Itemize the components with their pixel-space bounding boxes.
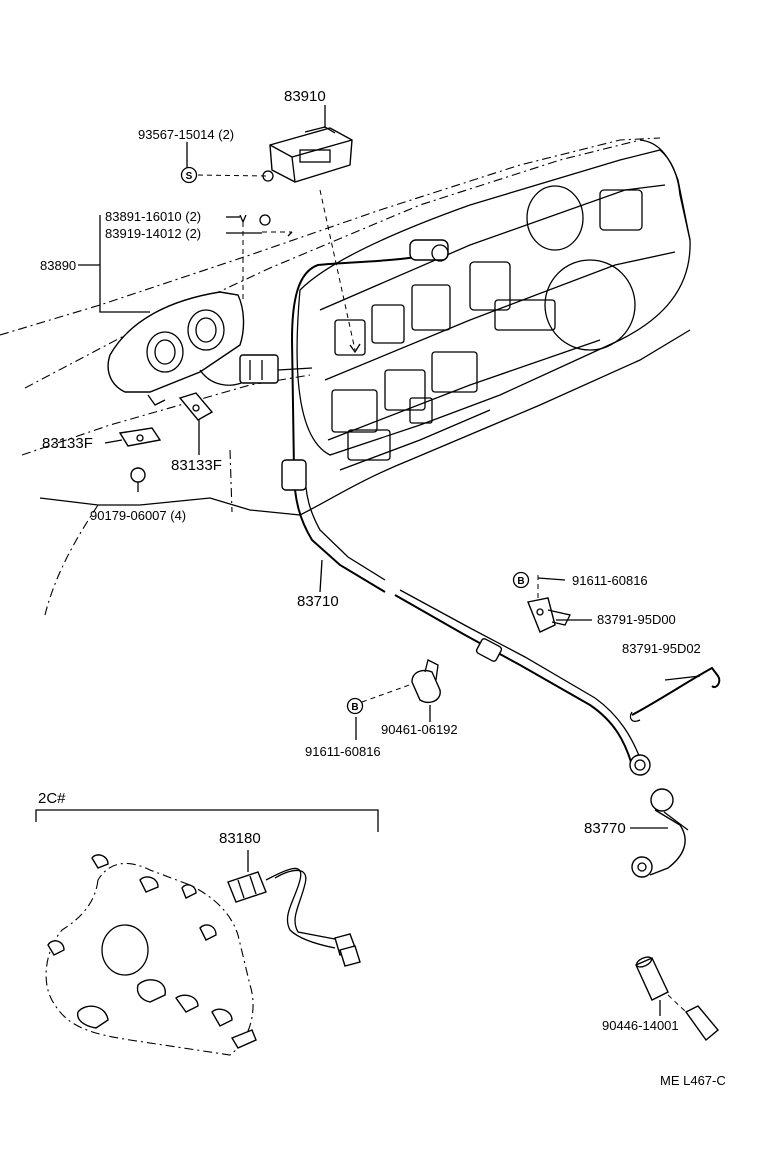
label-83710: 83710: [297, 593, 339, 610]
clock-unit: [197, 105, 361, 354]
section-2c: [35, 809, 379, 1056]
label-91611-60816-upper: 91611-60816: [572, 573, 648, 588]
svg-text:S: S: [186, 171, 193, 182]
label-83133f-b: 83133F: [171, 457, 222, 474]
label-section-2c: 2C#: [38, 790, 66, 807]
clamp-83791-95d02: [629, 666, 721, 722]
speedometer-cable: [281, 239, 651, 776]
nut-90179: [130, 467, 146, 492]
symbol-b-upper: B: [512, 571, 530, 589]
label-93567-15014: 93567-15014 (2): [138, 127, 234, 142]
leader-lines: [78, 142, 701, 829]
plug-90446: [635, 956, 719, 1042]
symbol-s: S: [180, 166, 198, 184]
symbol-b-lower: B: [346, 697, 364, 715]
label-83910: 83910: [284, 88, 326, 105]
label-83890: 83890: [40, 258, 76, 273]
label-91611-60816-lower: 91611-60816: [305, 744, 381, 759]
dashboard-outline: [0, 137, 691, 616]
label-reference: ME L467-C: [660, 1073, 726, 1088]
label-83791-95d02: 83791-95D02: [622, 641, 701, 656]
label-83919-14012: 83919-14012 (2): [105, 226, 201, 241]
sensor-83770: [631, 788, 689, 878]
label-83180: 83180: [219, 830, 261, 847]
clamp-83791-95d00: [527, 575, 571, 633]
label-90179-06007: 90179-06007 (4): [90, 508, 186, 523]
plate-83133f-a: [118, 427, 162, 447]
label-83133f-a: 83133F: [42, 435, 93, 452]
plate-83133f-b: [178, 392, 214, 421]
speedometer-assembly: [107, 214, 313, 406]
label-90446-14001: 90446-14001: [602, 1018, 679, 1033]
bracket-90461: [361, 659, 441, 722]
label-83770: 83770: [584, 820, 626, 837]
label-83891-16010: 83891-16010 (2): [105, 209, 201, 224]
label-83791-95d00: 83791-95D00: [597, 612, 676, 627]
svg-text:B: B: [351, 702, 358, 713]
svg-text:B: B: [517, 576, 524, 587]
label-90461-06192: 90461-06192: [381, 722, 458, 737]
